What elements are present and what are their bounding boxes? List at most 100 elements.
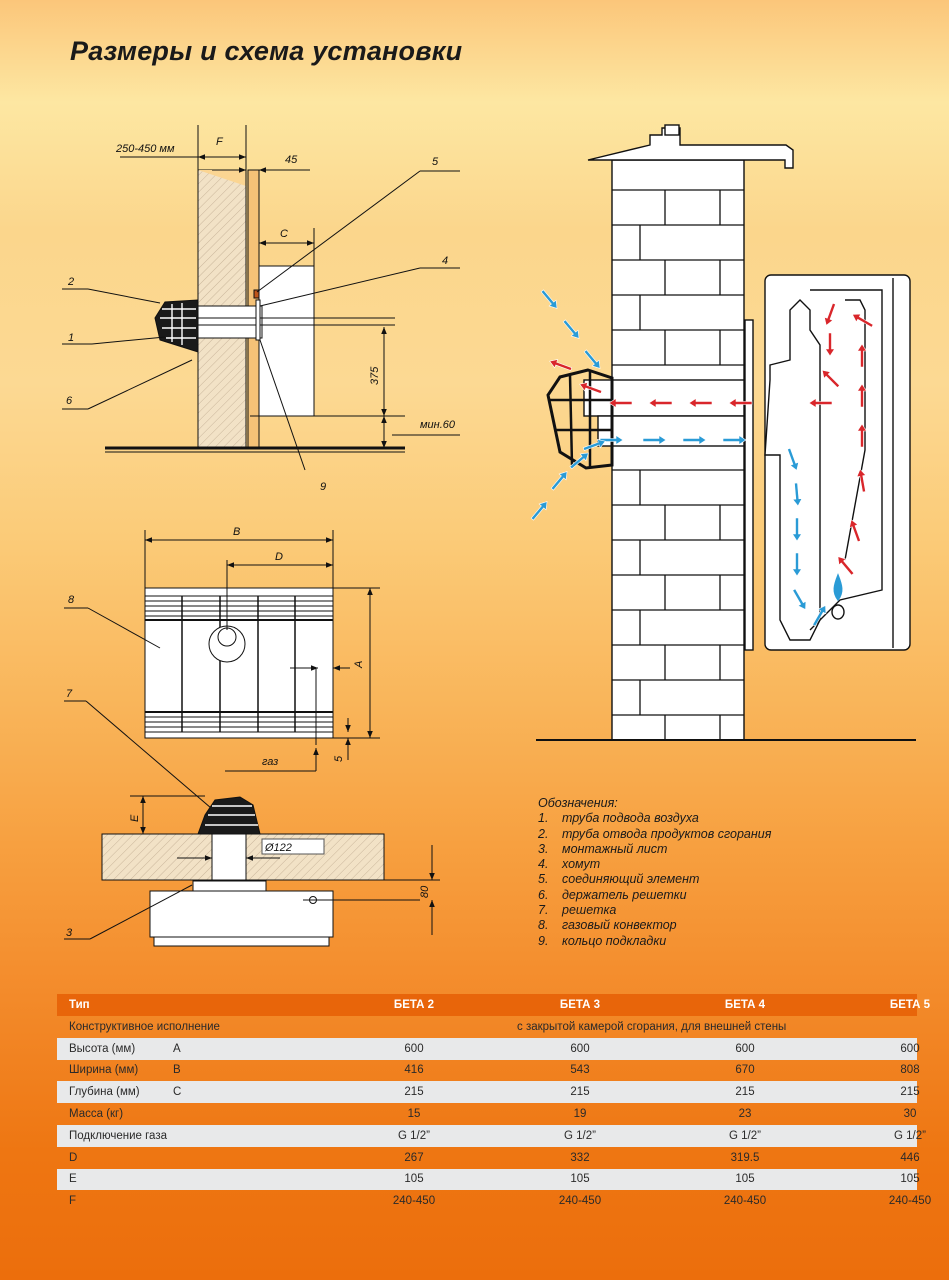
exhaust-flow-arrow-icon xyxy=(688,397,713,409)
legend-item: 6. держатель решетки xyxy=(538,888,771,903)
legend-item: 4.хомут xyxy=(538,857,771,872)
legend-text: кольцо подкладки xyxy=(562,933,667,948)
dim-B-label: B xyxy=(233,526,240,538)
cell-value: 543 xyxy=(570,1064,590,1077)
dim-80-label: 80 xyxy=(419,885,431,898)
dim-D-label: D xyxy=(275,551,283,563)
cell-value: 267 xyxy=(404,1151,424,1164)
row-label: F xyxy=(69,1195,77,1208)
legend-number: 3. xyxy=(538,841,549,856)
exhaust-flow-arrow-icon xyxy=(549,358,573,371)
callout-6: 6 xyxy=(66,395,73,407)
intake-flow-arrow-icon xyxy=(722,434,747,446)
intake-flow-arrow-icon xyxy=(792,482,803,507)
row-label: D xyxy=(69,1151,78,1164)
cell-value: 240-450 xyxy=(723,1195,767,1208)
exhaust-flow-arrow-icon xyxy=(856,468,867,493)
legend-text: монтажный лист xyxy=(562,841,668,856)
row-label: E xyxy=(69,1173,77,1186)
legend-number: 1. xyxy=(538,811,549,826)
legend-number: 6. xyxy=(538,887,549,902)
side-view-diagram xyxy=(62,125,460,471)
header-model: БЕТА 2 xyxy=(393,999,435,1011)
cell-value: 105 xyxy=(735,1173,755,1186)
intake-flow-arrow-icon xyxy=(682,434,707,446)
exhaust-flow-arrow-icon xyxy=(808,397,833,409)
dim-375-label: 375 xyxy=(369,366,381,385)
cell-value: 215 xyxy=(570,1086,590,1099)
legend-item: 2.труба отвода продуктов сгорания xyxy=(538,827,771,842)
callout-2: 2 xyxy=(67,276,74,288)
callout-8: 8 xyxy=(68,594,75,606)
legend-title: Обозначения: xyxy=(538,796,618,810)
legend-item: 7.решетка xyxy=(538,903,771,918)
header-model: БЕТА 3 xyxy=(559,999,601,1011)
cell-value: 446 xyxy=(900,1151,920,1164)
cell-value: 215 xyxy=(900,1086,920,1099)
callout-5: 5 xyxy=(432,156,439,168)
header-model: БЕТА 5 xyxy=(889,999,931,1011)
row-label: Конструктивное исполнение xyxy=(69,1020,220,1033)
bottom-louvres xyxy=(145,711,333,733)
legend-number: 5. xyxy=(538,872,549,887)
cell-value: 30 xyxy=(903,1108,917,1121)
cell-value: 105 xyxy=(900,1173,920,1186)
legend-text: держатель решетки xyxy=(562,887,687,902)
exhaust-flow-arrow-icon xyxy=(823,302,836,326)
design-value: с закрытой камерой сгорания, для внешней… xyxy=(517,1020,787,1033)
dim-min60-label: мин.60 xyxy=(420,419,456,431)
intake-flow-arrow-icon xyxy=(792,588,807,611)
intake-flow-arrow-icon xyxy=(550,471,568,491)
cell-value: 240-450 xyxy=(392,1195,436,1208)
header-model: БЕТА 4 xyxy=(724,999,766,1011)
cell-value: 105 xyxy=(570,1173,590,1186)
exhaust-flow-arrow-icon xyxy=(728,397,753,409)
dim-5-label: 5 xyxy=(333,755,345,762)
callout-1: 1 xyxy=(68,332,74,344)
intake-flow-arrow-icon xyxy=(812,604,827,627)
legend-text: труба подвода воздуха xyxy=(562,811,699,826)
wall-range-label: 250-450 мм xyxy=(115,143,175,155)
cell-value: G 1/2” xyxy=(398,1129,430,1142)
exhaust-flow-arrow-icon xyxy=(824,332,836,357)
legend-item: 3. монтажный лист xyxy=(538,842,771,857)
legend-item: 9.кольцо подкладки xyxy=(538,934,771,949)
cell-value: 670 xyxy=(735,1064,755,1077)
legend-number: 4. xyxy=(538,857,549,872)
cell-value: 600 xyxy=(900,1042,920,1055)
legend-number: 8. xyxy=(538,918,549,933)
dim-A-label: A xyxy=(353,661,365,669)
dim-C-label: C xyxy=(280,228,288,240)
cell-value: G 1/2” xyxy=(729,1129,761,1142)
callout-4: 4 xyxy=(442,255,448,267)
cell-value: 240-450 xyxy=(888,1195,932,1208)
row-label: Подключение газа xyxy=(69,1129,167,1142)
flow-arrows xyxy=(530,289,874,627)
intake-flow-arrow-icon xyxy=(562,319,580,339)
intake-flow-arrow-icon xyxy=(582,438,606,451)
legend-text: труба отвода продуктов сгорания xyxy=(562,826,772,841)
exhaust-flow-arrow-icon xyxy=(648,397,673,409)
legend-text: газовый конвектор xyxy=(562,918,677,933)
intake-flow-arrow-icon xyxy=(642,434,667,446)
flow-view-diagram xyxy=(536,124,916,741)
intake-flow-arrow-icon xyxy=(791,517,803,542)
row-label: Высота (мм) xyxy=(69,1042,136,1055)
exhaust-flow-arrow-icon xyxy=(848,519,861,543)
cell-value: 319.5 xyxy=(730,1151,760,1164)
exhaust-pipe xyxy=(583,379,745,417)
exhaust-flow-arrow-icon xyxy=(837,556,855,576)
convector-body xyxy=(258,265,315,417)
exhaust-flow-arrow-icon xyxy=(821,369,840,388)
legend-number: 7. xyxy=(538,903,549,918)
exhaust-flow-arrow-icon xyxy=(856,423,868,448)
cell-value: 416 xyxy=(404,1064,424,1077)
